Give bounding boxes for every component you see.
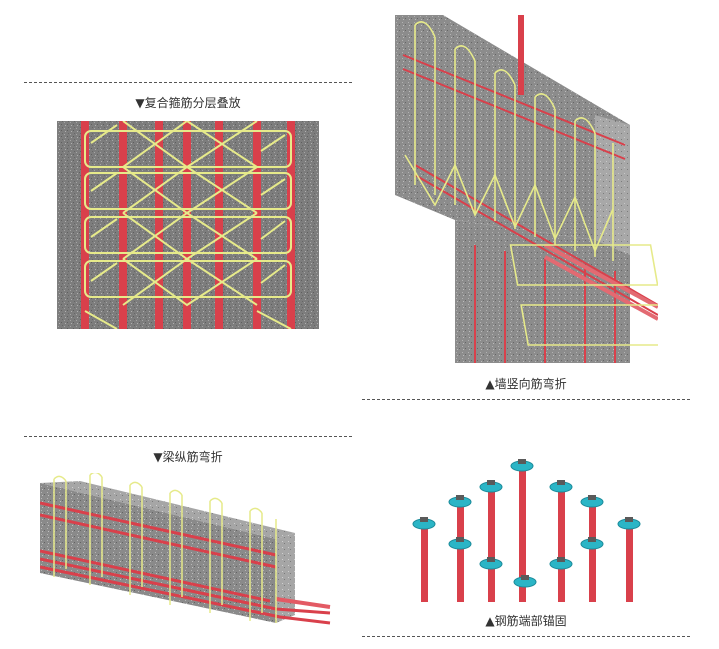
divider-right-middle [362, 399, 690, 400]
figure-rebar-end-anchor [405, 452, 650, 602]
divider-left-top [24, 82, 352, 83]
divider-right-bottom [362, 636, 690, 637]
figure-stirrup-layers [57, 121, 319, 329]
anchor-plates [412, 459, 641, 588]
figure-wall-bend [395, 15, 658, 363]
caption-wall: ▲墙竖向筋弯折 [485, 377, 567, 391]
caption-beam: ▼梁纵筋弯折 [153, 450, 223, 464]
caption-stirrup: ▼复合箍筋分层叠放 [135, 96, 241, 110]
figure-beam-bend [40, 473, 332, 635]
caption-anchor: ▲钢筋端部锚固 [485, 614, 567, 628]
divider-left-middle [24, 436, 352, 437]
